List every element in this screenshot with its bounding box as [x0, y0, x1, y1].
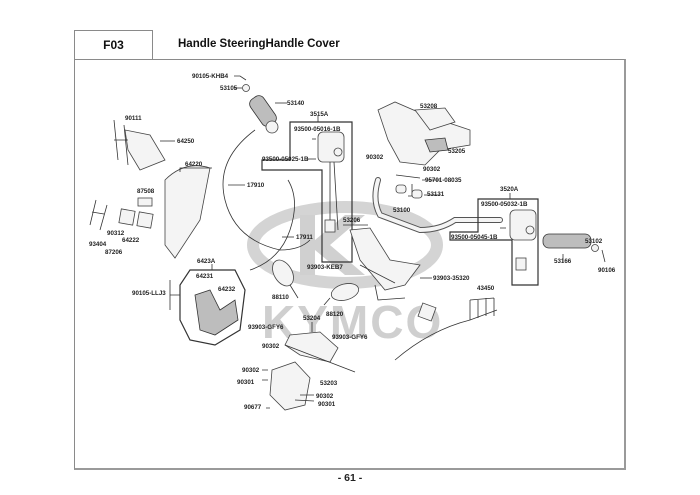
handlebar-clamps	[395, 174, 440, 199]
label-53206: 53206	[343, 217, 361, 224]
label-93500-05025-1b: 93500-05025-1B	[262, 156, 309, 163]
label-90105-khb4: 90105-KHB4	[192, 73, 229, 80]
label-64222: 64222	[122, 237, 140, 244]
label-90106: 90106	[598, 267, 616, 274]
label-93903-keb7: 93903-KEB7	[307, 264, 343, 271]
emblem-box	[169, 264, 246, 346]
page-title: Handle SteeringHandle Cover	[178, 38, 340, 50]
label-53140: 53140	[287, 100, 305, 107]
front-panel	[262, 361, 315, 411]
label-90301-panel-right: 90301	[318, 401, 336, 408]
callout-labels: 90105-KHB4 53105 53140 3515A 93500-05016…	[89, 73, 616, 411]
right-switch-group	[449, 193, 539, 286]
label-87206: 87206	[105, 249, 123, 256]
label-64232: 64232	[218, 286, 236, 293]
label-90301-panel-left: 90301	[237, 379, 255, 386]
label-53102: 53102	[585, 238, 603, 245]
label-90302-lower-cover: 90302	[262, 343, 280, 350]
label-53208: 53208	[420, 103, 438, 110]
label-6423a: 6423A	[197, 258, 216, 265]
label-43450: 43450	[477, 285, 495, 292]
windscreen	[164, 165, 212, 259]
label-90302-panel-left: 90302	[242, 367, 260, 374]
speedometer-cable	[394, 297, 498, 361]
diagram-frame	[74, 59, 626, 470]
section-code: F03	[74, 30, 153, 59]
label-17911: 17911	[296, 234, 313, 241]
mirrors	[272, 259, 360, 306]
label-90302-upper-screw: 90302	[423, 166, 441, 173]
label-53131: 53131	[427, 191, 445, 198]
label-93500-05045-1b: 93500-05045-1B	[451, 234, 498, 241]
lower-cover	[284, 322, 356, 373]
label-53105: 53105	[220, 85, 238, 92]
mount-hardware	[89, 197, 154, 231]
screen-bracket	[113, 119, 175, 171]
throttle-cables	[222, 129, 311, 271]
label-88110: 88110	[272, 294, 289, 301]
watermark-ring	[247, 201, 443, 289]
label-64250: 64250	[177, 138, 195, 145]
label-3520a: 3520A	[500, 186, 519, 193]
inner-cover	[343, 224, 432, 301]
label-3515a: 3515A	[310, 111, 329, 118]
label-93500-05032-1b: 93500-05032-1B	[481, 201, 528, 208]
label-53203: 53203	[320, 380, 338, 387]
label-93903-gfy6-right: 93903-GFY6	[332, 334, 368, 341]
kymco-watermark: KYMCO	[247, 201, 443, 348]
label-64231: 64231	[196, 273, 214, 280]
label-53205: 53205	[448, 148, 466, 155]
label-90105-llj3: 90105-LLJ3	[132, 290, 166, 297]
right-grip-group	[542, 233, 606, 263]
label-90302-panel-right: 90302	[316, 393, 334, 400]
left-switch-group	[261, 116, 353, 263]
label-90677: 90677	[244, 404, 262, 411]
label-95701-08035: 95701-08035	[425, 177, 462, 184]
label-93903-35320: 93903-35320	[433, 275, 470, 282]
label-93903-gfy6-left: 93903-GFY6	[248, 324, 284, 331]
label-53100: 53100	[393, 207, 411, 214]
label-53204: 53204	[303, 315, 321, 322]
label-93500-05016-1b: 93500-05016-1B	[294, 126, 341, 133]
left-grip-group	[234, 75, 287, 134]
label-53166: 53166	[554, 258, 572, 265]
page-number: - 61 -	[337, 472, 363, 484]
label-64220: 64220	[185, 161, 203, 168]
label-88120: 88120	[326, 311, 344, 318]
label-90312: 90312	[107, 230, 125, 237]
label-17910: 17910	[247, 182, 265, 189]
label-87508: 87508	[137, 188, 155, 195]
upper-handle-cover	[377, 101, 471, 166]
label-90111: 90111	[125, 115, 142, 122]
label-93404: 93404	[89, 241, 107, 248]
label-90302-upper: 90302	[366, 154, 384, 161]
